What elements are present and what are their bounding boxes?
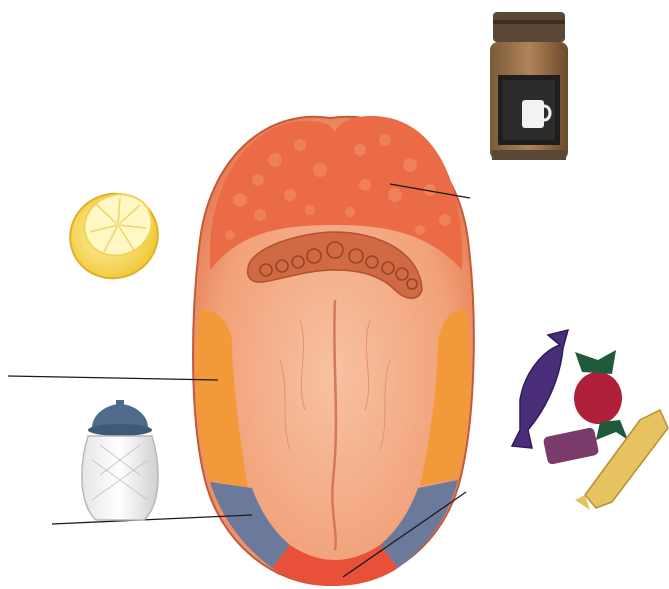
coffee-jar-icon xyxy=(490,12,568,160)
salt-shaker-icon xyxy=(82,400,158,520)
candy-icon xyxy=(512,330,668,510)
line-sour xyxy=(8,376,218,380)
lemon-icon xyxy=(58,181,169,290)
